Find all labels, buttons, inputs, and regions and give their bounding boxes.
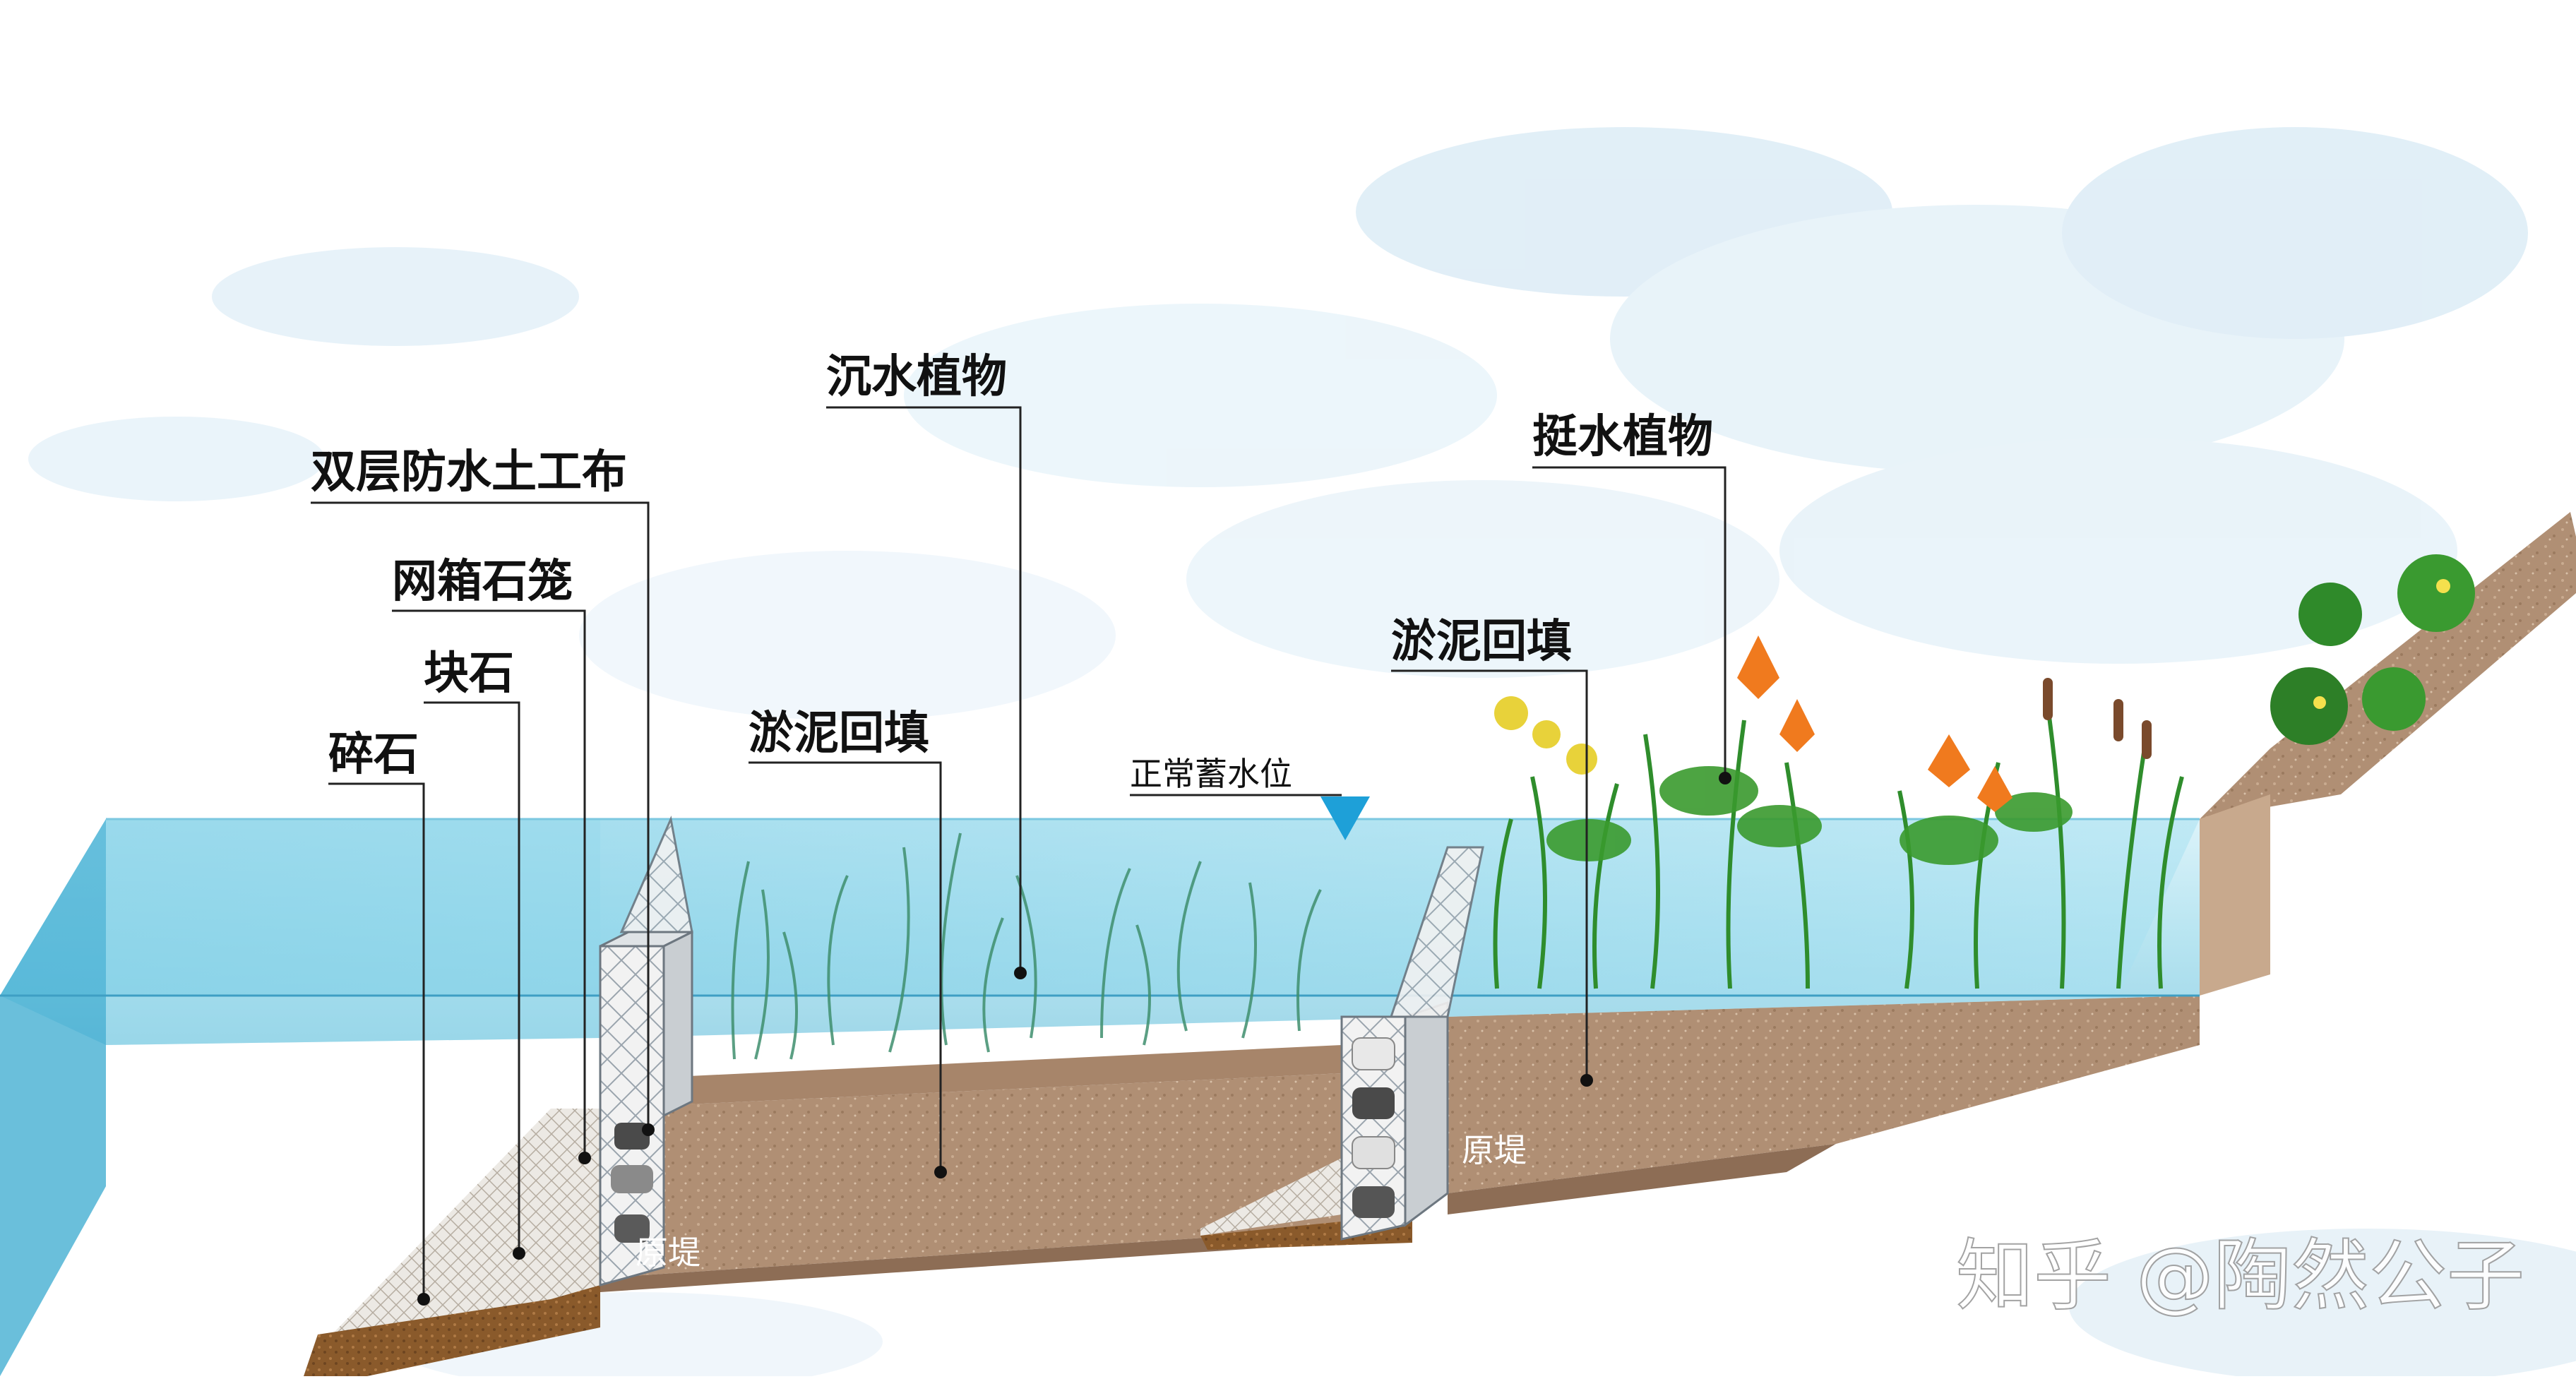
sediment-layers xyxy=(0,794,2270,1376)
gabion-right xyxy=(1340,846,1484,1241)
callout-sludge-fill-right: 淤泥回填 xyxy=(1391,616,1593,1087)
callout-emergent-plants: 挺水植物 xyxy=(1532,411,1731,784)
label-gabion: 网箱石笼 xyxy=(392,556,573,608)
bank-label-left: 原堤 xyxy=(636,1234,700,1272)
label-sludge-fill-left: 淤泥回填 xyxy=(749,708,929,760)
callout-rubble: 碎石 xyxy=(328,729,430,1306)
label-submerged-plants: 沉水植物 xyxy=(826,351,1007,403)
label-geotextile: 双层防水土工布 xyxy=(311,446,627,499)
callout-block-stone: 块石 xyxy=(424,647,525,1260)
callout-gabion: 网箱石笼 xyxy=(392,556,591,1164)
triangle-down-icon xyxy=(1320,796,1370,840)
water-level-label: 正常蓄水位 xyxy=(1130,755,1292,793)
label-emergent-plants: 挺水植物 xyxy=(1532,411,1713,463)
water-level-indicator: 正常蓄水位 xyxy=(1130,755,1370,840)
callout-submerged-plants: 沉水植物 xyxy=(826,351,1027,979)
upper-bank xyxy=(2200,512,2576,819)
clouds xyxy=(28,127,2576,1379)
callout-sludge-fill-left: 淤泥回填 xyxy=(749,708,947,1178)
water-body xyxy=(0,818,2200,1376)
label-rubble: 碎石 xyxy=(328,729,419,781)
watermark: 知乎 @陶然公子 xyxy=(1956,1231,2524,1321)
bank-label-right: 原堤 xyxy=(1462,1131,1527,1169)
label-block-stone: 块石 xyxy=(424,647,514,700)
emergent-plants xyxy=(1493,635,2184,989)
label-sludge-fill-right: 淤泥回填 xyxy=(1391,616,1572,668)
submerged-plants xyxy=(731,832,1322,1060)
callout-geotextile: 双层防水土工布 xyxy=(311,446,655,1136)
gabion-left xyxy=(599,815,693,1287)
